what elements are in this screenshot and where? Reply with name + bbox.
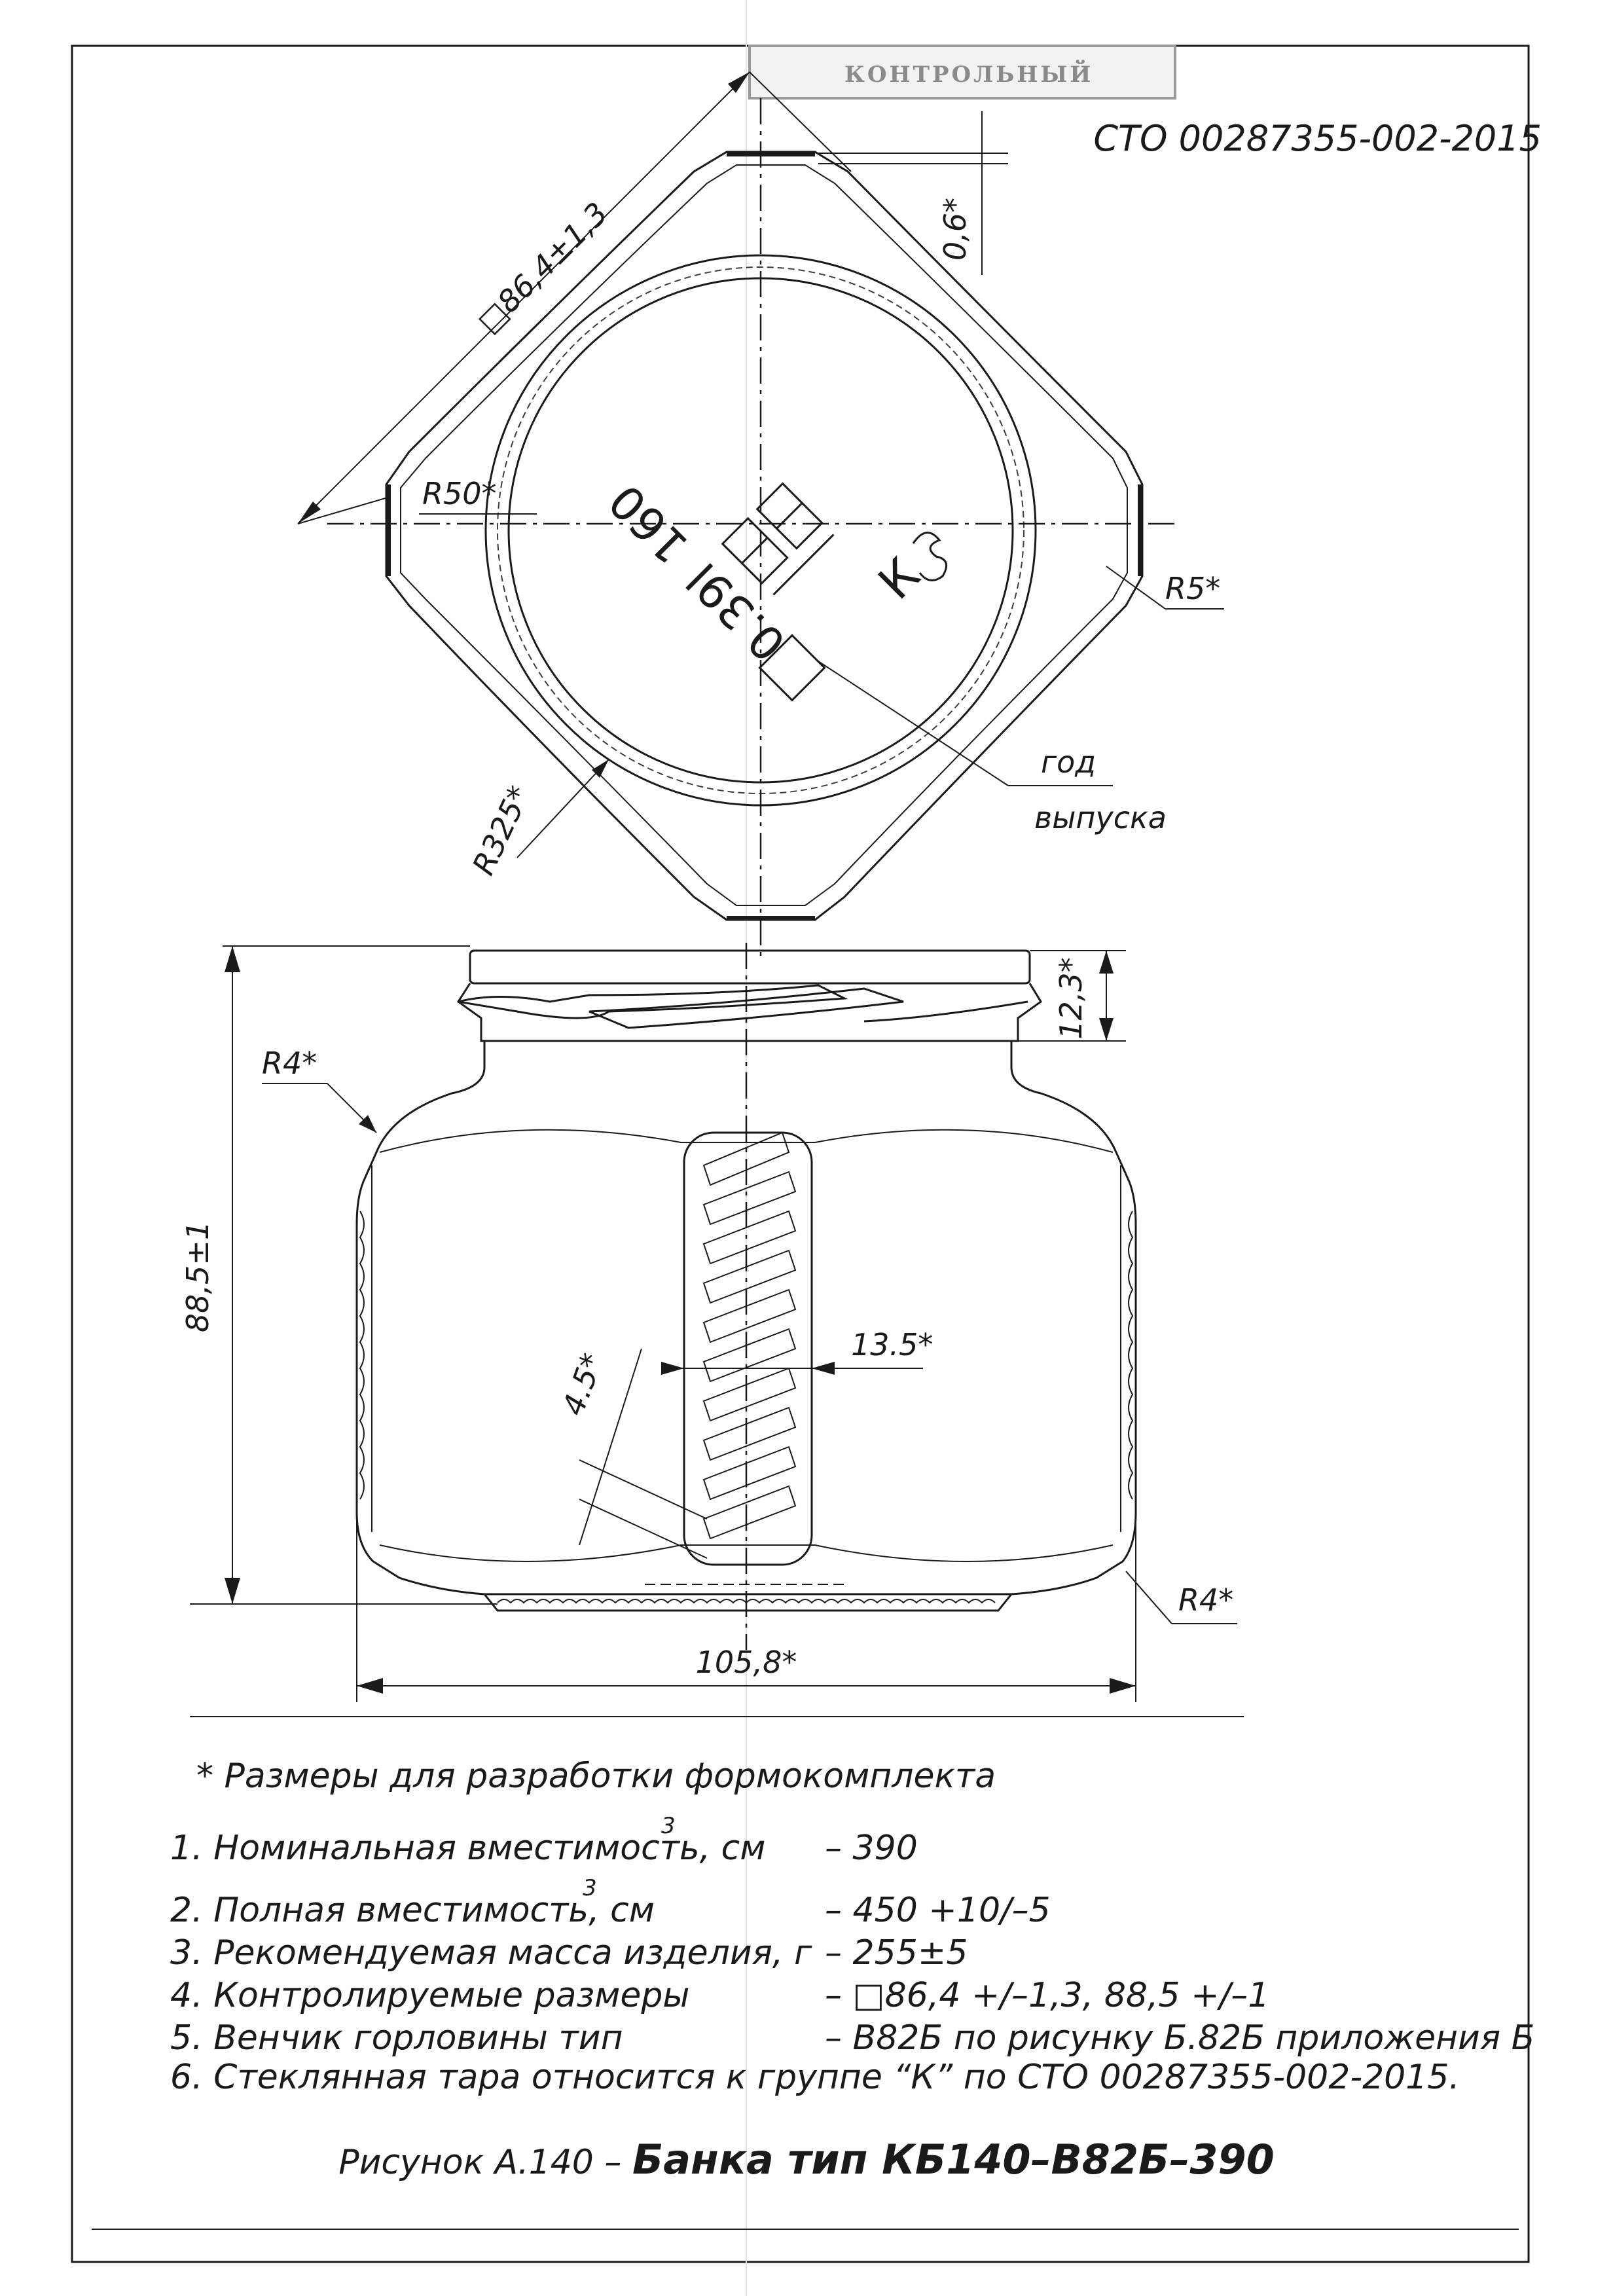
finish-lip (469, 949, 1031, 985)
note-item-4: 4. Контролируемые размеры – □86,4 +/–1,3… (170, 1976, 1269, 2015)
note-item-1-value: – 390 (825, 1829, 918, 1868)
grip-panel (683, 1131, 813, 1566)
note-item-1: 1. Номинальная вместимость, см 3 – 390 (170, 1813, 918, 1868)
dim-panel: 13.5* (851, 1327, 933, 1362)
top-view-inner-outline (400, 164, 1128, 906)
note-item-4-label: 4. Контролируемые размеры (170, 1976, 689, 2015)
radius-corner: R5* (1165, 571, 1220, 606)
bottom-knurl (483, 1594, 1013, 1612)
note-item-3-value: – 255±5 (825, 1933, 968, 1973)
svg-text:Рисунок А.140 – Банка тип КБ14: Рисунок А.140 – Банка тип КБ140–В82Б–390 (338, 2136, 1275, 2183)
mark-letter: К (868, 547, 931, 610)
note-item-2: 2. Полная вместимость, см 3 – 450 +10/–5 (170, 1875, 1051, 1930)
note-item-5: 5. Венчик горловины тип – В82Б по рисунк… (170, 2018, 1534, 2058)
caption-prefix: Рисунок А.140 – (338, 2143, 632, 2182)
note-item-1-sup: 3 (661, 1813, 676, 1839)
grip-ribs (702, 1131, 797, 1540)
dim-width: 105,8* (696, 1645, 797, 1680)
note-item-2-value: – 450 +10/–5 (825, 1891, 1051, 1930)
asterisk-note: * Размеры для разработки формокомплекта (196, 1757, 996, 1796)
year-label-1: год (1041, 744, 1096, 780)
stamp-text: КОНТРОЛЬНЫЙ (844, 60, 1093, 88)
radius-bottom: R4* (1178, 1582, 1233, 1618)
note-item-5-value: – В82Б по рисунку Б.82Б приложения Б (825, 2018, 1534, 2058)
year-label-2: выпуска (1034, 800, 1167, 835)
caption-title: Банка тип КБ140–В82Б–390 (632, 2136, 1275, 2183)
note-item-3-label: 3. Рекомендуемая масса изделия, г (170, 1933, 812, 1973)
figure-caption: Рисунок А.140 – Банка тип КБ140–В82Б–390 (338, 2136, 1275, 2183)
mark-capacity: 0.39l (677, 552, 796, 671)
note-item-3: 3. Рекомендуемая масса изделия, г – 255±… (170, 1933, 968, 1973)
notes-block: * Размеры для разработки формокомплекта … (170, 1757, 1534, 2097)
factory-mark-icon (721, 482, 835, 596)
radius-large: R50* (422, 476, 497, 511)
standard-number: СТО 00287355-002-2015 (1093, 118, 1542, 159)
dim-depth: 0,6* (937, 198, 973, 261)
thread-icon (458, 984, 848, 1019)
note-item-1-label: 1. Номинальная вместимость, см (170, 1829, 766, 1868)
top-view: 0.39l 160 К год выпуска □86,4±1,3 (297, 71, 1224, 956)
note-item-4-value: – □86,4 +/–1,3, 88,5 +/–1 (825, 1976, 1269, 2015)
note-item-2-label: 2. Полная вместимость, см (170, 1891, 655, 1930)
note-item-2-sup: 3 (583, 1875, 597, 1901)
finish-neck (456, 983, 1043, 1042)
dim-rib: 4.5* (555, 1349, 610, 1420)
radius-side: R325* (465, 780, 537, 880)
year-mark-square (758, 634, 826, 702)
knurl-ring (497, 266, 1024, 794)
note-item-5-label: 5. Венчик горловины тип (170, 2018, 623, 2058)
note-item-6: 6. Стеклянная тара относится к группе “К… (170, 2058, 1460, 2097)
side-view: 88,5±1 12,3* 105,8* 13.5* 4.5* (180, 943, 1244, 1717)
dim-height: 88,5±1 (180, 1221, 215, 1332)
control-stamp: КОНТРОЛЬНЫЙ (748, 45, 1176, 100)
mark-code: 160 (599, 474, 698, 574)
mould-number-icon (912, 532, 948, 581)
radius-top: R4* (262, 1046, 317, 1081)
dim-finish: 12,3* (1053, 957, 1089, 1039)
